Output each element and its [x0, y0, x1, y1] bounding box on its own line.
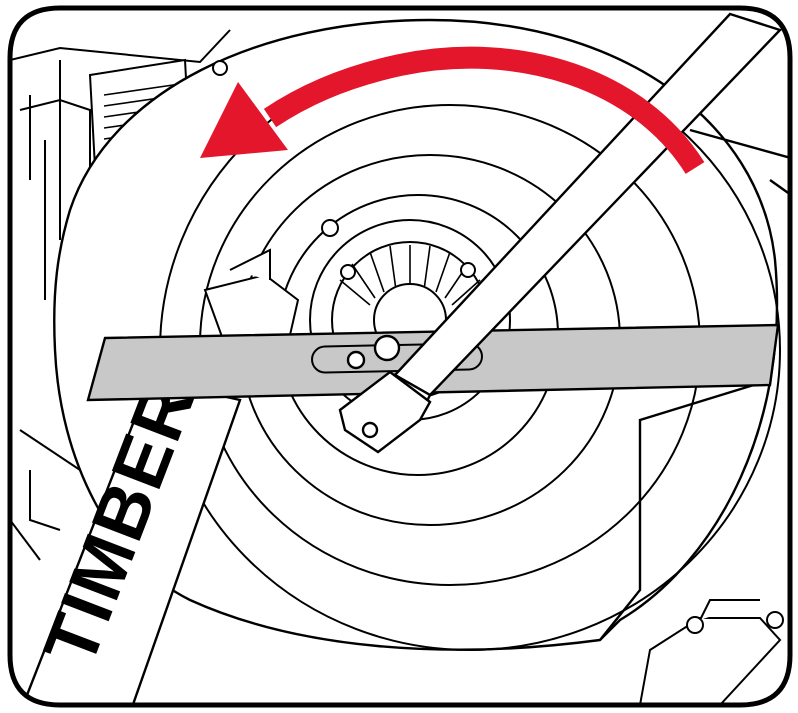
socket-wrench [338, 12, 783, 454]
wheel-bracket [638, 599, 784, 705]
counterclockwise-arrow-icon [200, 46, 705, 174]
bracket [203, 248, 300, 347]
illustration-frame [7, 5, 793, 708]
